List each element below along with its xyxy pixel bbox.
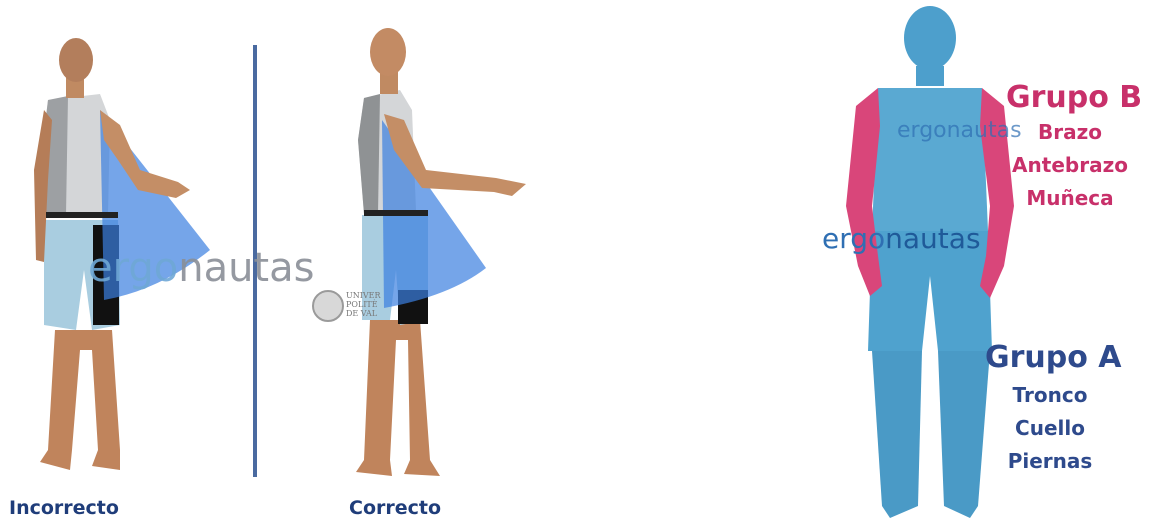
figure-belt bbox=[46, 212, 118, 218]
grupo-a-item: Piernas bbox=[980, 449, 1120, 473]
ergonautas-watermark: ergonautas bbox=[88, 245, 314, 291]
grupo-b-item: Antebrazo bbox=[1000, 153, 1140, 177]
watermark-ergo: ergo bbox=[88, 245, 178, 291]
watermark-nautas: nautas bbox=[885, 222, 980, 255]
figure-legs bbox=[40, 330, 120, 470]
ergonautas-watermark-right: ergonautas bbox=[822, 222, 981, 255]
grupo-a-title: Grupo A bbox=[985, 340, 1122, 375]
caption-incorrect: Incorrecto bbox=[9, 497, 119, 519]
figure-legs bbox=[356, 320, 440, 476]
shirt-shading bbox=[358, 94, 380, 214]
caption-correct: Correcto bbox=[349, 497, 441, 519]
body-head bbox=[904, 6, 956, 70]
grupo-b-item: Muñeca bbox=[1000, 186, 1140, 210]
watermark-ergo: ergo bbox=[822, 222, 885, 255]
university-line-2: POLITÈ bbox=[346, 300, 386, 309]
grupo-a-item: Tronco bbox=[980, 383, 1120, 407]
grupo-b-item: Brazo bbox=[1000, 120, 1140, 144]
grupo-b-title: Grupo B bbox=[1006, 80, 1142, 115]
watermark-nautas: nautas bbox=[178, 245, 314, 291]
figure-head bbox=[59, 38, 93, 82]
figure-head bbox=[370, 28, 406, 76]
body-torso bbox=[872, 88, 988, 231]
university-line-3: DE VAL bbox=[346, 309, 386, 318]
university-line-1: UNIVER bbox=[346, 291, 386, 300]
body-neck bbox=[916, 66, 944, 86]
body-legs bbox=[872, 351, 922, 518]
figure-belt bbox=[364, 210, 428, 216]
grupo-a-item: Cuello bbox=[980, 416, 1120, 440]
university-seal-icon bbox=[312, 290, 344, 322]
correct-posture-figure bbox=[300, 20, 540, 490]
